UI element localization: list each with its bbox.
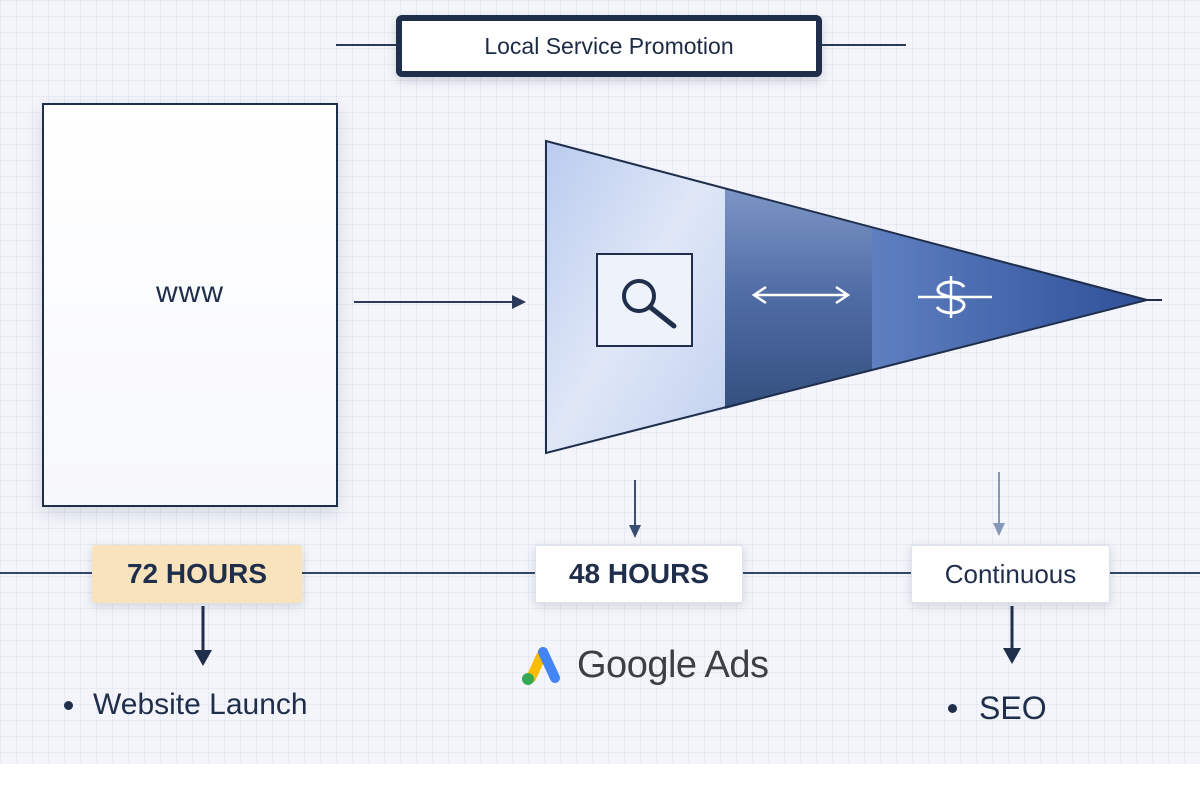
title-line-left	[336, 44, 398, 46]
website-label: www	[156, 276, 224, 309]
funnel-to-continuous-arrowhead	[993, 523, 1005, 536]
milestone-48-hours: 48 HOURS	[535, 545, 743, 603]
funnel-stage-convert	[872, 228, 1147, 370]
funnel-to-48h-arrowhead	[629, 525, 641, 538]
website-to-funnel-arrowhead	[512, 295, 526, 309]
website-launch-label: Website Launch	[93, 688, 308, 721]
milestone-continuous: Continuous	[911, 545, 1110, 603]
search-icon	[596, 253, 693, 347]
title-line-right	[822, 44, 906, 46]
72h-to-launch-arrowhead	[194, 650, 212, 666]
continuous-to-seo-arrowhead	[1003, 648, 1021, 664]
milestone-72-hours-label: 72 HOURS	[126, 558, 268, 589]
google-ads-item: Google Ads	[517, 642, 769, 688]
website-box	[42, 103, 338, 507]
title-box: Local Service Promotion	[396, 15, 822, 77]
arrows-horizontal-icon	[751, 285, 851, 305]
milestone-72-hours: 72 HOURS	[92, 545, 302, 603]
google-ads-logo-icon	[522, 647, 560, 685]
page-title: Local Service Promotion	[484, 32, 734, 59]
milestone-48-hours-label: 48 HOURS	[568, 558, 710, 589]
milestone-continuous-label: Continuous	[944, 558, 1077, 589]
bullet-icon	[64, 700, 73, 710]
seo-label: SEO	[979, 690, 1047, 726]
bottom-band	[0, 764, 1200, 800]
list-item-seo: SEO	[948, 690, 1047, 727]
bullet-icon	[948, 704, 957, 713]
list-item-website-launch: Website Launch	[64, 688, 308, 722]
dollar-icon	[918, 276, 992, 318]
funnel-stage-compare	[725, 189, 872, 409]
funnel-outline	[545, 139, 1151, 455]
google-ads-label: Google Ads	[577, 643, 769, 686]
